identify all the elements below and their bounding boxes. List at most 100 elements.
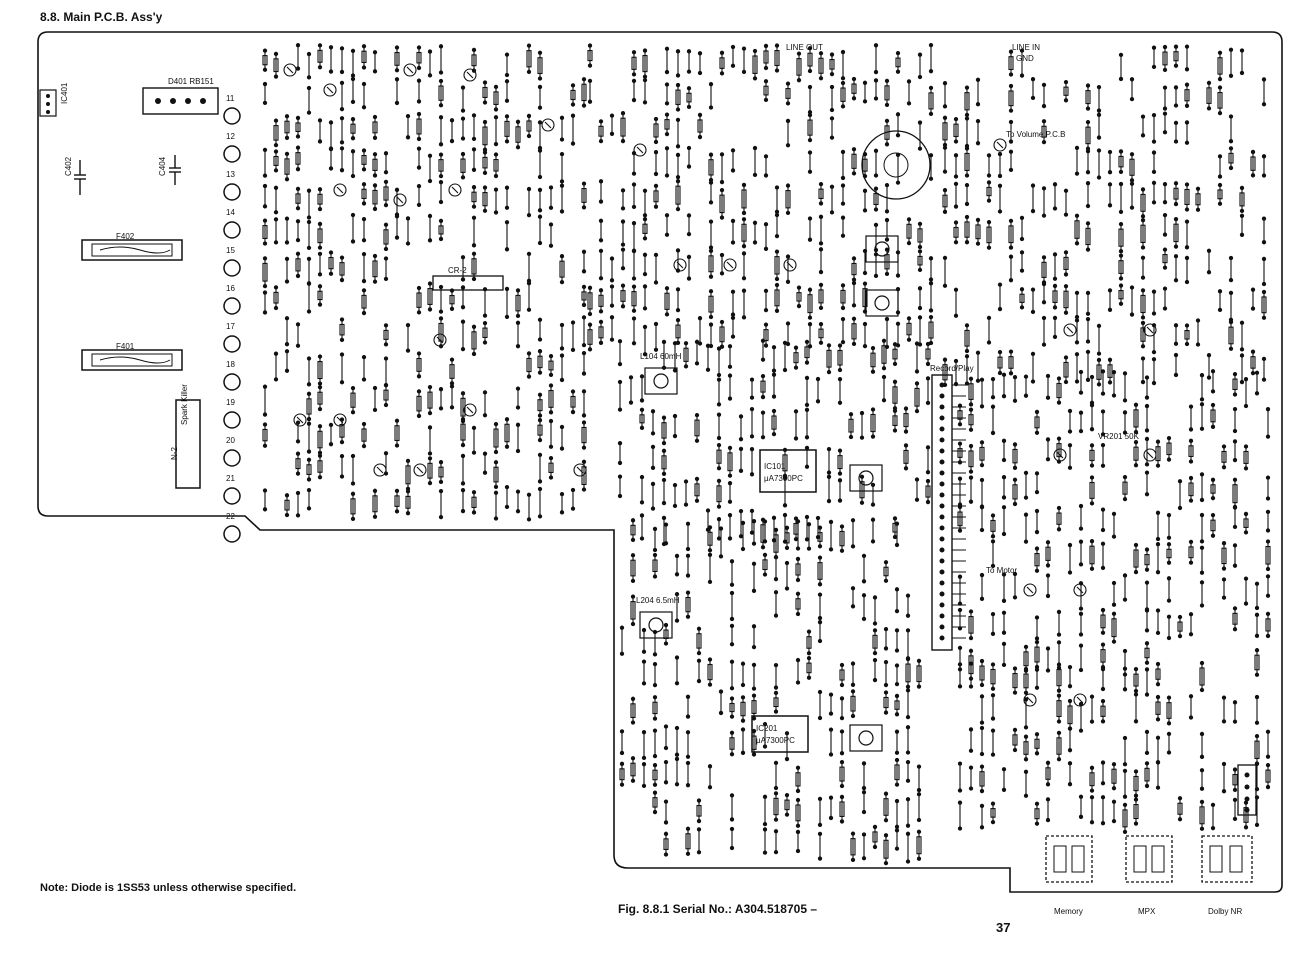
- component-56: [328, 120, 334, 151]
- component-691: [1008, 218, 1014, 250]
- component-619: [850, 831, 856, 863]
- component-301: [708, 219, 714, 250]
- component-476: [826, 343, 832, 375]
- component-692: [1008, 254, 1014, 283]
- component-1018: [1155, 694, 1161, 722]
- component-499: [914, 381, 920, 414]
- component-807: [1250, 287, 1256, 311]
- component-371: [862, 152, 868, 179]
- component-905: [1144, 436, 1150, 467]
- component-842: [1001, 572, 1007, 603]
- component-877: [1078, 611, 1084, 637]
- component-136: [438, 460, 444, 485]
- component-402: [917, 315, 923, 347]
- component-758: [1151, 150, 1157, 175]
- component-505: [619, 625, 625, 656]
- component-0: [262, 48, 268, 72]
- component-1001: [1100, 698, 1106, 724]
- component-450: [749, 377, 755, 400]
- component-813: [1261, 289, 1267, 320]
- component-733: [1096, 323, 1102, 356]
- rp-pin-18: [939, 580, 945, 586]
- component-925: [1188, 539, 1194, 565]
- ic401-label: IC401: [60, 82, 69, 104]
- component-156: [471, 215, 477, 248]
- component-591: [795, 657, 801, 685]
- component-919: [1166, 614, 1172, 641]
- component-932: [1199, 580, 1205, 608]
- component-525: [663, 522, 669, 546]
- component-69: [350, 48, 356, 78]
- component-120: [427, 49, 433, 78]
- component-965: [968, 727, 974, 753]
- component-939: [1221, 577, 1227, 600]
- component-794: [1217, 289, 1223, 313]
- component-968: [979, 694, 985, 725]
- component-510: [630, 594, 636, 627]
- switch-dolby-label: Dolby NR: [1208, 907, 1243, 916]
- component-322: [752, 220, 758, 245]
- component-408: [928, 314, 934, 346]
- component-192: [526, 186, 532, 218]
- component-177: [504, 79, 510, 103]
- component-329: [774, 43, 780, 73]
- coil-5: [865, 289, 899, 317]
- component-407: [928, 281, 934, 313]
- component-498: [914, 341, 920, 374]
- component-549: [707, 657, 713, 687]
- component-534: [674, 725, 680, 757]
- component-981: [1023, 734, 1029, 762]
- component-202: [537, 214, 543, 246]
- to-headphones-label: To Motor: [986, 566, 1018, 575]
- component-500: [914, 477, 920, 502]
- component-85: [361, 421, 367, 449]
- component-740: [1118, 149, 1124, 175]
- component-467: [793, 409, 799, 441]
- rp-pin-0: [939, 382, 945, 388]
- component-819: [957, 574, 963, 606]
- component-189: [515, 489, 521, 514]
- component-696: [1019, 250, 1025, 273]
- component-926: [1188, 612, 1194, 637]
- component-627: [872, 657, 878, 683]
- diode-bridge: [142, 87, 219, 115]
- component-253: [620, 219, 626, 247]
- switch-mpx-label: MPX: [1138, 907, 1156, 916]
- component-700: [1030, 287, 1036, 315]
- transistor-7: [393, 193, 407, 207]
- component-404: [928, 85, 934, 117]
- component-124: [427, 384, 433, 416]
- component-480: [837, 377, 843, 405]
- component-217: [559, 183, 565, 214]
- component-721: [1074, 352, 1080, 384]
- component-991: [1067, 664, 1073, 689]
- component-945: [1232, 543, 1238, 568]
- component-710: [1052, 283, 1058, 310]
- component-873: [1078, 410, 1084, 434]
- connector-label-14: 14: [226, 208, 235, 217]
- ic101-part: μA7300PC: [764, 474, 803, 483]
- component-972: [990, 662, 996, 691]
- component-5: [262, 256, 268, 289]
- rp-pin-3: [939, 415, 945, 421]
- component-232: [581, 315, 587, 348]
- component-539: [685, 694, 691, 719]
- component-142: [460, 85, 466, 113]
- component-578: [773, 590, 779, 618]
- component-50: [317, 284, 323, 307]
- component-998: [1089, 765, 1095, 793]
- component-977: [1012, 666, 1018, 695]
- component-420: [650, 481, 656, 511]
- ic101-label: IC101: [764, 462, 786, 471]
- component-782: [1184, 219, 1190, 250]
- component-557: [729, 696, 735, 719]
- component-656: [942, 81, 948, 109]
- component-962: [957, 761, 963, 793]
- component-1007: [1122, 735, 1128, 767]
- component-664: [953, 181, 959, 209]
- motor-switch: [861, 130, 931, 200]
- component-368: [851, 280, 857, 308]
- component-394: [906, 79, 912, 106]
- switch-memory-body: [1045, 835, 1093, 883]
- connector-label-15: 15: [226, 246, 235, 255]
